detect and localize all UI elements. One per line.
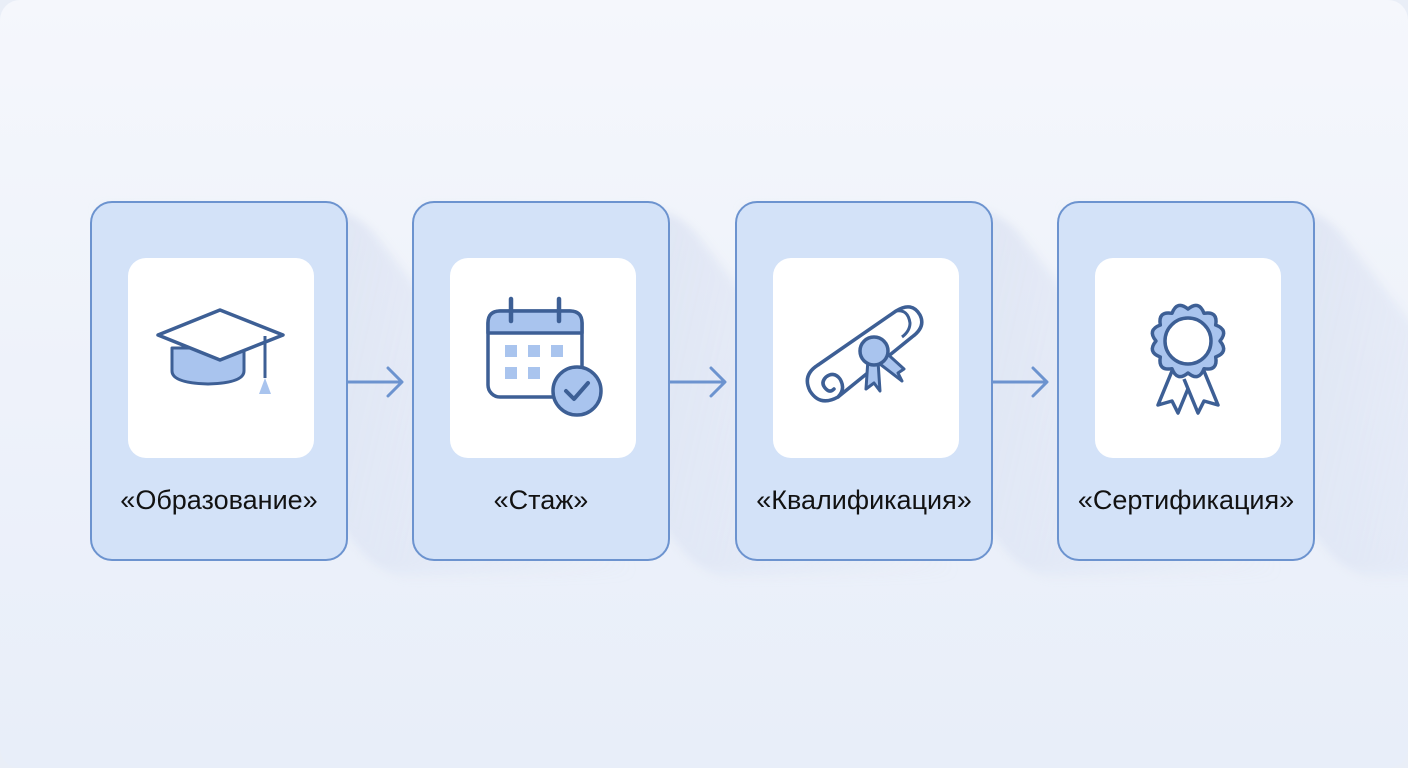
arrow-right-icon bbox=[669, 366, 727, 398]
step-icon-panel bbox=[773, 258, 959, 458]
award-rosette-icon bbox=[1150, 303, 1226, 415]
step-card-qualification: «Квалификация» bbox=[735, 201, 993, 561]
step-card-education: «Образование» bbox=[90, 201, 348, 561]
step-label: «Стаж» bbox=[493, 485, 589, 515]
step-label: «Сертификация» bbox=[1077, 485, 1295, 515]
diploma-scroll-icon bbox=[805, 305, 924, 403]
step-icon-panel bbox=[128, 258, 314, 458]
step-icon-panel bbox=[1095, 258, 1281, 458]
step-icon-panel bbox=[450, 258, 636, 458]
step-card-experience: «Стаж» bbox=[412, 201, 670, 561]
step-label: «Квалификация» bbox=[756, 485, 972, 515]
arrow-right-icon bbox=[346, 366, 404, 398]
calendar-check-icon bbox=[486, 296, 603, 417]
arrow-right-icon bbox=[991, 366, 1049, 398]
graduation-cap-icon bbox=[156, 308, 285, 394]
step-card-certification: «Сертификация» bbox=[1057, 201, 1315, 561]
step-label: «Образование» bbox=[120, 485, 318, 515]
